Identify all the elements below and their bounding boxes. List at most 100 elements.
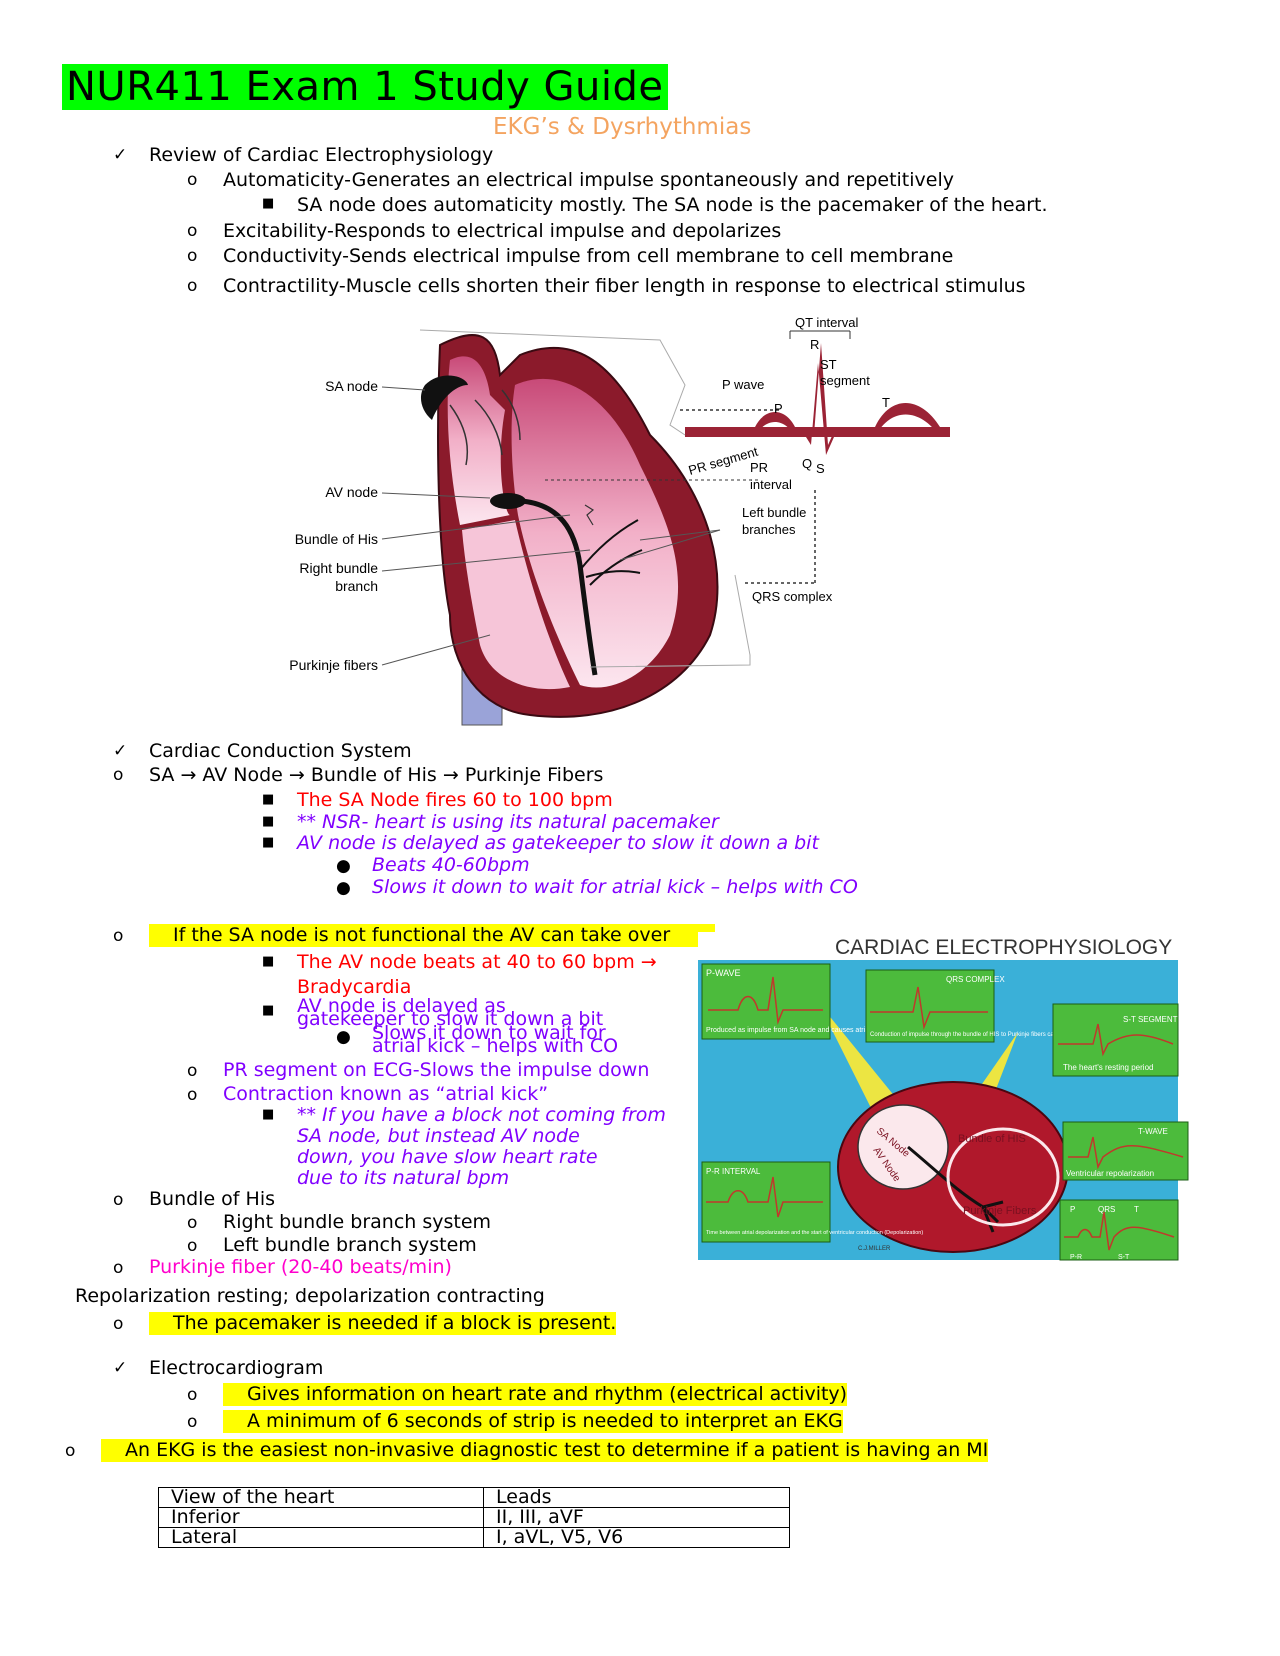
section-heading-electrocardiogram: Electrocardiogram bbox=[149, 1357, 324, 1379]
label-st: ST bbox=[820, 357, 837, 372]
av-delay-2: AV node is delayed as bbox=[297, 995, 506, 1017]
page-title: NUR411 Exam 1 Study Guide bbox=[62, 64, 668, 110]
av-node-shape bbox=[490, 493, 526, 509]
label-av-node: AV node bbox=[325, 484, 378, 500]
pr-interval-box: P-R INTERVAL Time between atrial depolar… bbox=[701, 1161, 923, 1243]
av-delay-2b: gatekeeper to slow it down a bit bbox=[297, 1008, 604, 1030]
bullet-dot-icon: ● bbox=[336, 1027, 351, 1047]
purkinje-note: Purkinje fiber (20-40 beats/min) bbox=[149, 1256, 452, 1278]
bullet-o-icon: o bbox=[113, 926, 124, 946]
bullet-o-icon: o bbox=[187, 1412, 198, 1432]
poster-p-wave-desc: Produced as impulse from SA node and cau… bbox=[706, 1027, 907, 1034]
qrs-box: QRS COMPLEX Conduction of impulse throug… bbox=[865, 969, 1133, 1043]
st-box: S-T SEGMENT The heart's resting period bbox=[1052, 1003, 1179, 1077]
bullet-o-icon: o bbox=[187, 170, 198, 190]
ecg-waveform bbox=[685, 343, 950, 455]
label-s: S bbox=[816, 461, 825, 476]
list-item-conductivity: Conductivity-Sends electrical impulse fr… bbox=[223, 245, 954, 267]
bullet-o-icon: o bbox=[187, 1061, 198, 1081]
bullet-square-icon: ■ bbox=[262, 1003, 275, 1018]
t-wave-box: T-WAVE Ventricular repolarization bbox=[1062, 1121, 1189, 1181]
label-pr-interval: interval bbox=[750, 477, 792, 492]
poster-strip-st: S-T bbox=[1118, 1254, 1130, 1261]
poster-strip-pr: P-R bbox=[1070, 1254, 1082, 1261]
label-bundle-of-his: Bundle of His bbox=[295, 531, 378, 547]
label-r: R bbox=[810, 337, 819, 352]
poster-st-desc: The heart's resting period bbox=[1063, 1063, 1153, 1072]
label-left-bundle-2: branches bbox=[742, 522, 796, 537]
ekg-easiest: An EKG is the easiest non-invasive diagn… bbox=[101, 1439, 989, 1462]
av-takeover: If the SA node is not functional the AV … bbox=[149, 924, 715, 947]
bullet-o-icon: o bbox=[113, 1190, 124, 1210]
sa-node-shape bbox=[420, 375, 468, 420]
list-item-automaticity: Automaticity-Generates an electrical imp… bbox=[223, 169, 954, 191]
label-p: P bbox=[774, 401, 783, 416]
label-right-bundle: Right bundle bbox=[299, 560, 378, 576]
label-p-wave: P wave bbox=[722, 377, 764, 392]
label-right-bundle-2: branch bbox=[335, 578, 378, 594]
page-subtitle: EKG’s & Dysrhythmias bbox=[493, 114, 752, 140]
check-icon: ✓ bbox=[113, 145, 128, 165]
bullet-square-icon: ■ bbox=[262, 196, 275, 211]
sa-fires: The SA Node fires 60 to 100 bpm bbox=[297, 789, 613, 811]
table-row: Lateral I, aVL, V5, V6 bbox=[158, 1527, 790, 1548]
right-ventricle bbox=[462, 520, 570, 690]
bullet-square-icon: ■ bbox=[262, 814, 275, 829]
slows-note-2: atrial kick – helps with CO bbox=[372, 1035, 619, 1057]
block-note-4: due to its natural bpm bbox=[297, 1167, 510, 1189]
bullet-dot-icon: ● bbox=[336, 878, 351, 898]
purkinje-branches bbox=[579, 519, 643, 586]
table-cell-leads: II, III, aVF bbox=[483, 1507, 790, 1528]
label-qt-interval: QT interval bbox=[795, 315, 858, 330]
impulse-arrows bbox=[449, 389, 521, 466]
poster-strip-qrs: QRS bbox=[1098, 1205, 1115, 1214]
contraction-note: Contraction known as “atrial kick” bbox=[223, 1083, 549, 1105]
table-header-view: View of the heart bbox=[158, 1487, 484, 1508]
list-item-excitability: Excitability-Responds to electrical impu… bbox=[223, 220, 782, 242]
poster-signature: C.J.MILLER bbox=[858, 1246, 891, 1252]
bullet-o-icon: o bbox=[187, 246, 198, 266]
label-pr-segment: PR segment bbox=[687, 444, 760, 478]
poster-title: CARDIAC ELECTROPHYSIOLOGY bbox=[835, 936, 1172, 959]
poster-pr-desc: Time between atrial depolarization and t… bbox=[706, 1230, 923, 1236]
cardiac-electrophysiology-poster: CARDIAC ELECTROPHYSIOLOGY SA Node AV Nod… bbox=[698, 932, 1190, 1261]
poster-p-wave: P-WAVE bbox=[706, 968, 741, 978]
ekg-minimum: A minimum of 6 seconds of strip is neede… bbox=[223, 1410, 843, 1433]
section-heading-electrophysiology: Review of Cardiac Electrophysiology bbox=[149, 144, 494, 166]
bullet-o-icon: o bbox=[65, 1441, 76, 1461]
nsr-note: ** NSR- heart is using its natural pacem… bbox=[297, 811, 719, 833]
bullet-o-icon: o bbox=[187, 1385, 198, 1405]
poster-qrs-desc: Conduction of impulse through the bundle… bbox=[870, 1032, 1133, 1038]
left-bundle: Left bundle branch system bbox=[223, 1234, 477, 1256]
bullet-o-icon: o bbox=[113, 1314, 124, 1334]
label-left-bundle: Left bundle bbox=[742, 505, 806, 520]
bullet-o-icon: o bbox=[187, 1213, 198, 1233]
section-heading-conduction: Cardiac Conduction System bbox=[149, 740, 412, 762]
right-atrium bbox=[447, 356, 510, 525]
table-cell-view: Inferior bbox=[158, 1507, 484, 1528]
check-icon: ✓ bbox=[113, 1358, 128, 1378]
table-cell-leads: I, aVL, V5, V6 bbox=[483, 1527, 790, 1548]
p-wave-box: P-WAVE Produced as impulse from SA node … bbox=[701, 963, 907, 1040]
atrial-kick-note: Slows it down to wait for atrial kick – … bbox=[372, 876, 858, 898]
table-header-row: View of the heart Leads bbox=[158, 1487, 790, 1508]
label-t: T bbox=[882, 395, 890, 410]
poster-st: S-T SEGMENT bbox=[1123, 1015, 1178, 1024]
bullet-dot-icon: ● bbox=[336, 856, 351, 876]
poster-t-desc: Ventricular repolarization bbox=[1066, 1169, 1154, 1178]
poster-strip-t: T bbox=[1134, 1205, 1139, 1214]
label-st-segment: segment bbox=[820, 373, 870, 388]
poster-t-wave: T-WAVE bbox=[1138, 1127, 1168, 1136]
left-chamber bbox=[511, 378, 679, 688]
bundle-of-his: Bundle of His bbox=[149, 1188, 276, 1210]
poster-strip-p: P bbox=[1070, 1205, 1075, 1214]
repolarization-note: Repolarization resting; depolarization c… bbox=[75, 1285, 545, 1307]
label-sa-node: SA node bbox=[325, 378, 378, 394]
av-beats-bradycardia: Bradycardia bbox=[297, 976, 412, 998]
bullet-square-icon: ■ bbox=[262, 835, 275, 850]
bullet-o-icon: o bbox=[187, 1236, 198, 1256]
pr-segment-note: PR segment on ECG-Slows the impulse down bbox=[223, 1059, 650, 1081]
bullet-square-icon: ■ bbox=[262, 954, 275, 969]
check-icon: ✓ bbox=[113, 741, 128, 761]
bundle-path bbox=[521, 498, 598, 676]
